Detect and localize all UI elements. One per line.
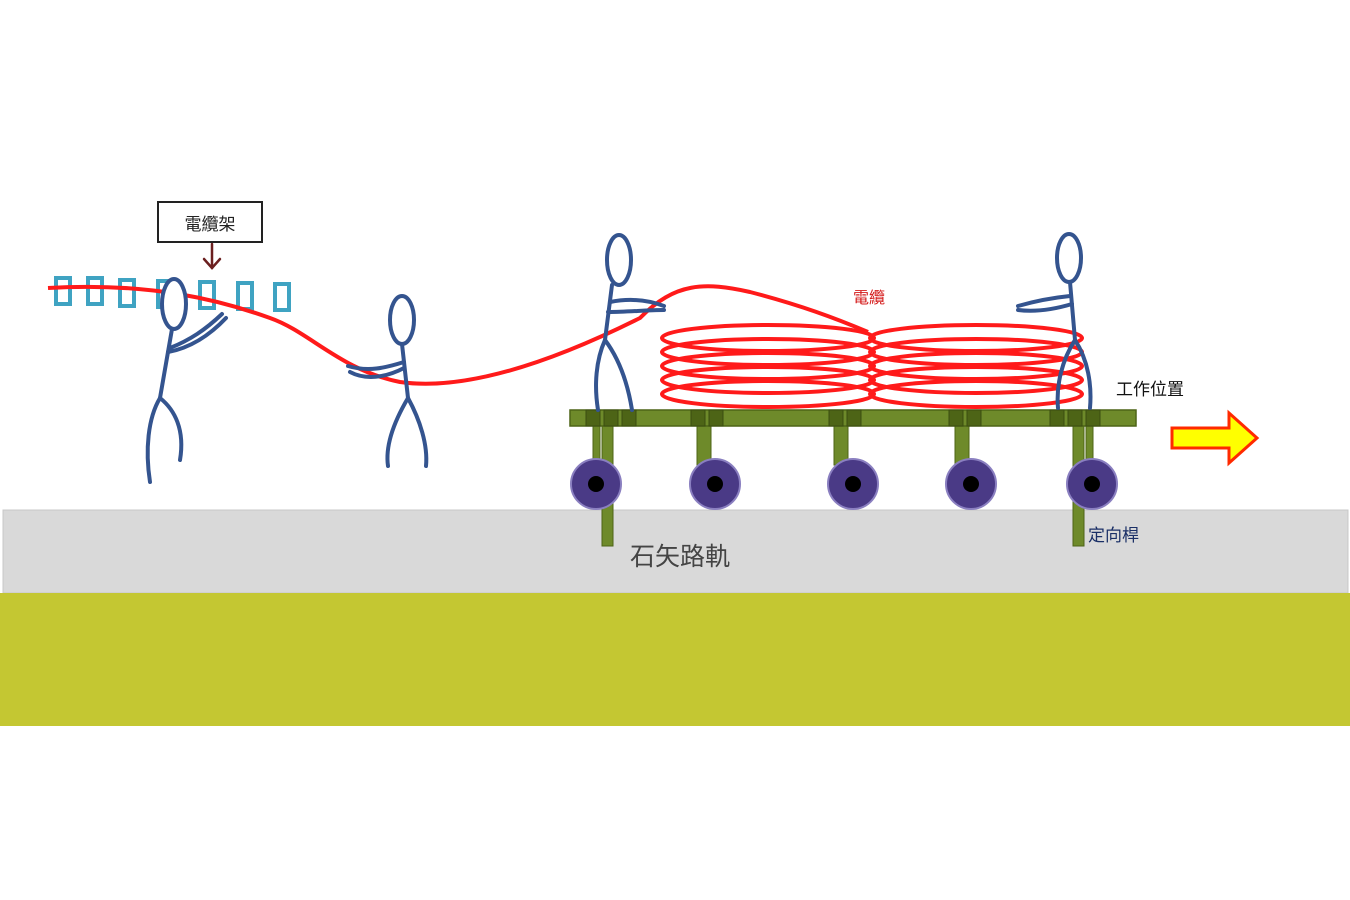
right-arrow-icon	[1170, 409, 1260, 467]
cable-rack	[54, 276, 72, 306]
cart-deck	[569, 409, 1137, 427]
cable-rack-callout: 電纜架	[157, 201, 263, 243]
work-position-label: 工作位置	[1116, 380, 1184, 400]
worker-figure	[346, 294, 429, 468]
worker-figure	[145, 277, 228, 484]
ground-band	[0, 593, 1350, 726]
cable-rack	[273, 282, 291, 312]
cart-wheels	[570, 458, 1118, 510]
cable-rack	[86, 276, 104, 306]
ballast-track-label: 石矢路軌	[630, 542, 731, 571]
ballast-track-band	[2, 509, 1349, 594]
cable-rack	[236, 281, 254, 311]
cable-rack-label: 電纜架	[184, 214, 236, 235]
worker-figure	[594, 233, 666, 412]
cable-rack	[198, 280, 216, 310]
cart-legs	[592, 424, 1094, 466]
wheel	[570, 458, 622, 510]
down-arrow-icon	[202, 242, 222, 270]
cable-label: 電纜	[853, 288, 886, 307]
guide-rod-label: 定向桿	[1088, 526, 1139, 546]
wheel	[945, 458, 997, 510]
wheel	[827, 458, 879, 510]
wheel	[1066, 458, 1118, 510]
cable-line	[47, 284, 869, 386]
cable-rack	[118, 278, 136, 308]
cable-coils	[660, 323, 1084, 409]
worker-figure	[1016, 232, 1093, 410]
wheel	[689, 458, 741, 510]
